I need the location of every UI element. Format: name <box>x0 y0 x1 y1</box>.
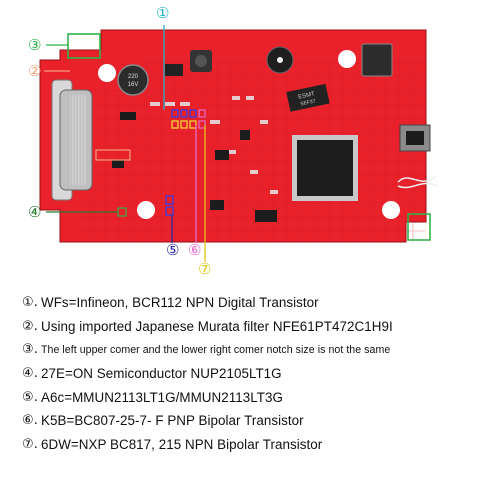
mount-hole <box>98 64 116 82</box>
caption-text: 27E=ON Semiconductor NUP2105LT1G <box>41 366 282 382</box>
caption-item-1: ①. WFs=Infineon, BCR112 NPN Digital Tran… <box>22 291 472 315</box>
board-photo: 220 16V ESMT SEF37 <box>28 4 439 277</box>
notch-highlight-top-left <box>67 33 101 59</box>
svg-text:16V: 16V <box>128 82 139 88</box>
notch-highlight-bottom-right <box>407 213 431 241</box>
mount-hole <box>382 201 400 219</box>
caption-text: K5B=BC807-25-7- F PNP Bipolar Transistor <box>41 413 304 429</box>
caption-text: 6DW=NXP BC817, 215 NPN Bipolar Transisto… <box>41 436 323 452</box>
svg-text:220: 220 <box>128 74 139 80</box>
mount-hole <box>137 201 155 219</box>
callout-4: ④ <box>28 203 42 221</box>
caption-text: The left upper comer and the lower right… <box>41 343 391 356</box>
callout-3: ③ <box>28 36 42 54</box>
electrolytic-capacitor: 220 16V <box>117 64 149 96</box>
caption-item-5: ⑤. A6c=MMUN2113LT1G/MMUN2113LT3G <box>22 385 472 409</box>
caption-number: ③. <box>22 342 38 358</box>
callout-1: ① <box>156 4 170 22</box>
caption-item-3: ③. The left upper comer and the lower ri… <box>22 338 472 362</box>
caption-text: WFs=Infineon, BCR112 NPN Digital Transis… <box>41 295 319 311</box>
caption-text: Using imported Japanese Murata filter NF… <box>41 318 393 334</box>
pcb-illustration: 220 16V ESMT SEF37 <box>39 25 439 262</box>
caption-item-7: ⑦. 6DW=NXP BC817, 215 NPN Bipolar Transi… <box>22 433 472 457</box>
callout-2: ② <box>28 62 42 80</box>
caption-item-4: ④. 27E=ON Semiconductor NUP2105LT1G <box>22 362 472 386</box>
caption-list: ①. WFs=Infineon, BCR112 NPN Digital Tran… <box>22 291 472 456</box>
sd-card-slot <box>361 43 393 77</box>
caption-number: ④. <box>22 366 38 382</box>
svg-text:SEF37: SEF37 <box>300 98 316 107</box>
caption-number: ①. <box>22 295 38 311</box>
mount-hole <box>338 50 356 68</box>
caption-number: ⑥. <box>22 413 38 429</box>
transistor-highlights <box>95 109 206 217</box>
regulator-chip <box>165 64 183 76</box>
svg-text:ESMT: ESMT <box>298 91 316 100</box>
caption-item-2: ②. Using imported Japanese Murata filter… <box>22 315 472 339</box>
callout-7: ⑦ <box>198 260 212 278</box>
callout-5: ⑤ <box>166 241 180 259</box>
main-mcu-chip <box>292 135 358 201</box>
callout-6: ⑥ <box>188 241 202 259</box>
caption-text: A6c=MMUN2113LT1G/MMUN2113LT3G <box>41 389 283 405</box>
caption-number: ⑦. <box>22 436 38 452</box>
db25-connector <box>51 79 93 201</box>
caption-number: ②. <box>22 318 38 334</box>
caption-number: ⑤. <box>22 389 38 405</box>
caption-item-6: ⑥. K5B=BC807-25-7- F PNP Bipolar Transis… <box>22 409 472 433</box>
esmt-memory-chip: ESMT SEF37 <box>286 83 330 112</box>
